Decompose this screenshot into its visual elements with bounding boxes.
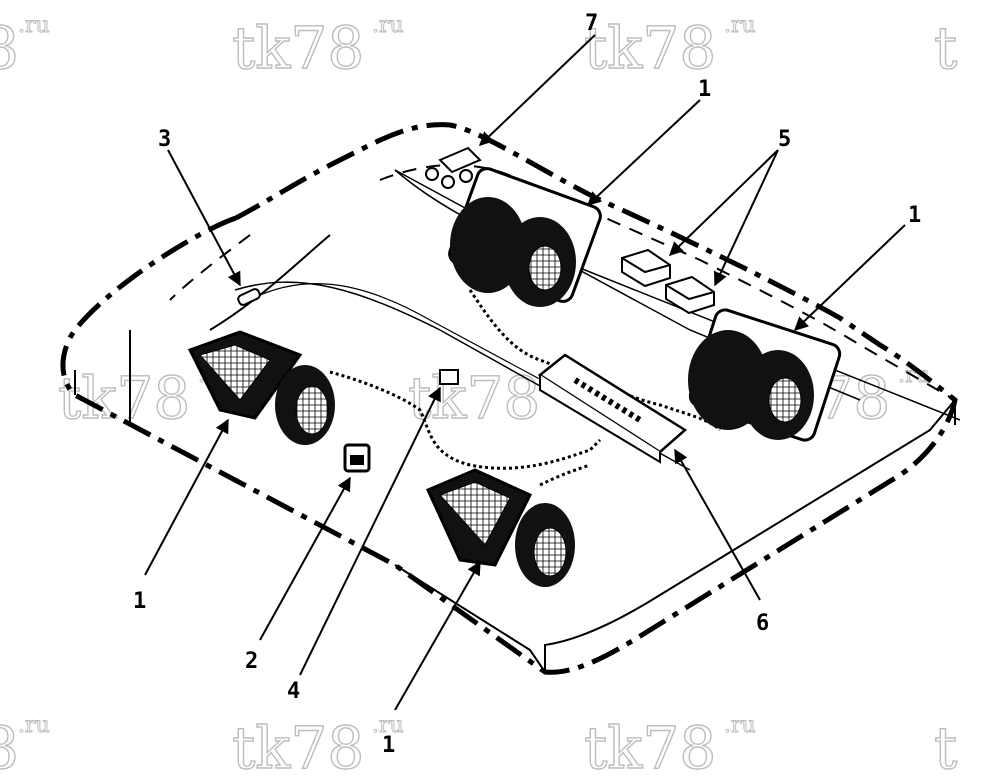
blower-unit-rear-left [448,167,602,307]
watermark-text: 8 [0,14,19,82]
roof-panel [60,122,961,675]
roof-front-lip [74,370,956,673]
callout-1-left: 1 [133,589,146,614]
watermark-suffix: .ru [372,13,404,38]
callout-5: 5 [778,127,791,152]
relay-switch [343,443,371,473]
watermark-text: tk78 [232,714,364,779]
wiring-harness [239,283,722,487]
callout-1-rear: 1 [698,77,711,102]
blower-unit-front [425,468,575,587]
watermark-suffix: .ru [724,713,756,738]
callout-1-front: 1 [382,733,395,758]
watermark-text: tk78 [584,14,716,82]
filter-module-a [621,248,671,288]
watermark-suffix: .ru [372,713,404,738]
blower-unit-left [187,330,335,445]
sensor-connector [439,369,459,385]
watermark-suffix: .ru [18,713,50,738]
watermark-suffix: .ru [724,13,756,38]
control-panel [537,353,688,464]
callout-4: 4 [287,679,300,704]
watermark-text: tk78 [584,714,716,779]
callout-2: 2 [245,649,258,674]
callout-1-right: 1 [908,203,921,228]
leader-lines [144,34,906,711]
roof-side-rail [129,234,331,425]
callout-3: 3 [158,127,171,152]
water-valve [425,146,482,189]
watermark-text: 8 [0,714,19,779]
watermark-text: t [934,714,957,779]
blower-unit-right [688,308,842,442]
callout-labels: 7 1 5 1 3 1 2 4 1 6 [133,11,921,758]
temperature-sensor [237,288,261,306]
callout-6: 6 [756,611,769,636]
callout-7: 7 [585,11,598,36]
roof-inner-edge [169,164,956,401]
roof-outer-edge [60,122,958,675]
watermark-text: tk78 [232,14,364,82]
watermark-suffix: .ru [18,13,50,38]
watermark-text: t [934,14,957,82]
filter-module-b [665,275,715,315]
